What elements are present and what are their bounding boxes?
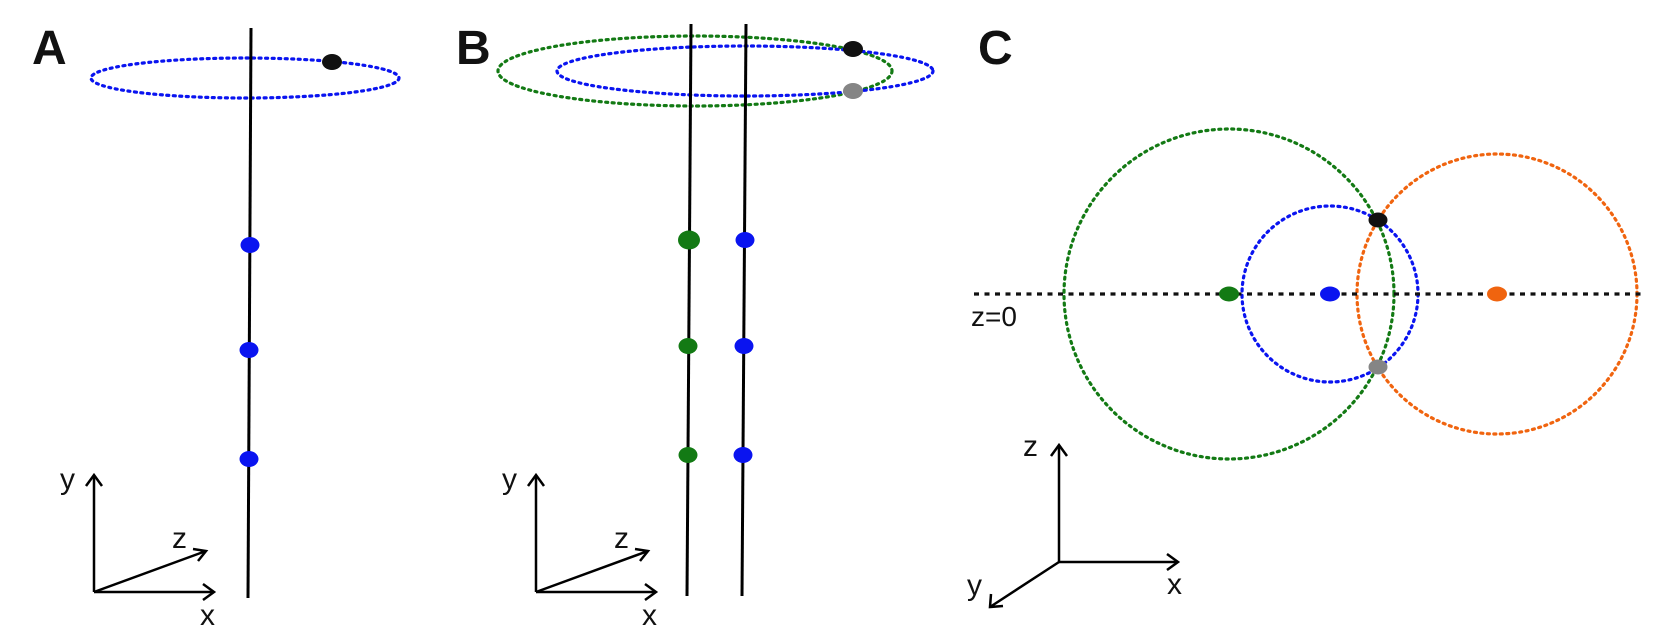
panel-c-axes: z y x	[967, 430, 1182, 609]
panel-c-y-label: y	[967, 569, 982, 602]
panel-b-x-label: x	[642, 599, 657, 632]
panel-b: B y z x	[456, 22, 935, 632]
panel-c-x-arrowhead	[1166, 552, 1181, 572]
panel-b-z-axis	[535, 549, 649, 594]
panel-a-blue-point-3	[239, 451, 259, 467]
panel-c-green-center	[1219, 286, 1239, 302]
panel-a-vertical-line	[246, 27, 253, 599]
panel-b-y-label: y	[502, 463, 517, 496]
panel-c-label: C	[978, 22, 1013, 75]
panel-b-x-arrowhead	[644, 582, 659, 602]
panel-b-left-line	[685, 23, 693, 597]
panel-b-gray-point	[843, 83, 863, 99]
panel-b-axes: y z x	[502, 463, 659, 632]
panel-c-z-label: z	[1023, 430, 1038, 463]
panel-b-green-point-3	[678, 447, 698, 463]
panel-c-z-arrowhead	[1049, 442, 1069, 457]
panel-b-y-arrowhead	[526, 472, 546, 487]
panel-c: C z=0 z y x	[967, 22, 1645, 609]
panel-a-label: A	[32, 22, 67, 75]
panel-a-blue-orbit	[89, 56, 401, 100]
panel-a-y-arrowhead	[84, 472, 104, 487]
panel-c-blue-center	[1320, 286, 1340, 302]
panel-c-y-axis	[989, 560, 1060, 609]
panel-b-black-point	[843, 41, 863, 57]
panel-a-z-axis	[93, 549, 207, 594]
panel-c-black-point	[1368, 212, 1388, 228]
panel-c-plane-label: z=0	[971, 301, 1017, 332]
panel-c-gray-point	[1368, 359, 1388, 375]
panel-b-green-orbit	[496, 34, 894, 108]
panel-a-x-arrowhead	[202, 582, 217, 602]
panel-b-label: B	[456, 22, 491, 75]
panel-a-blue-point-1	[240, 237, 260, 253]
panel-a-black-point	[322, 54, 342, 70]
panel-a: A y z x	[32, 22, 401, 632]
panel-b-green-point-1	[678, 230, 700, 250]
panel-a-x-label: x	[200, 599, 215, 632]
panel-b-blue-point-2	[734, 338, 754, 354]
panel-a-y-label: y	[60, 463, 75, 496]
panel-a-axes: y z x	[60, 463, 217, 632]
panel-b-green-point-2	[678, 338, 698, 354]
panel-b-right-line	[740, 23, 748, 597]
panel-b-blue-point-3	[733, 447, 753, 463]
panel-a-z-arrowhead	[192, 547, 209, 562]
panel-c-x-label: x	[1167, 568, 1182, 601]
panel-c-y-arrowhead	[988, 593, 1004, 609]
panel-b-z-label: z	[614, 522, 629, 555]
panel-a-z-label: z	[172, 522, 187, 555]
panel-a-blue-point-2	[239, 342, 259, 358]
panel-b-z-arrowhead	[634, 547, 651, 562]
panel-b-blue-point-1	[735, 232, 755, 248]
panel-c-orange-center	[1487, 286, 1507, 302]
